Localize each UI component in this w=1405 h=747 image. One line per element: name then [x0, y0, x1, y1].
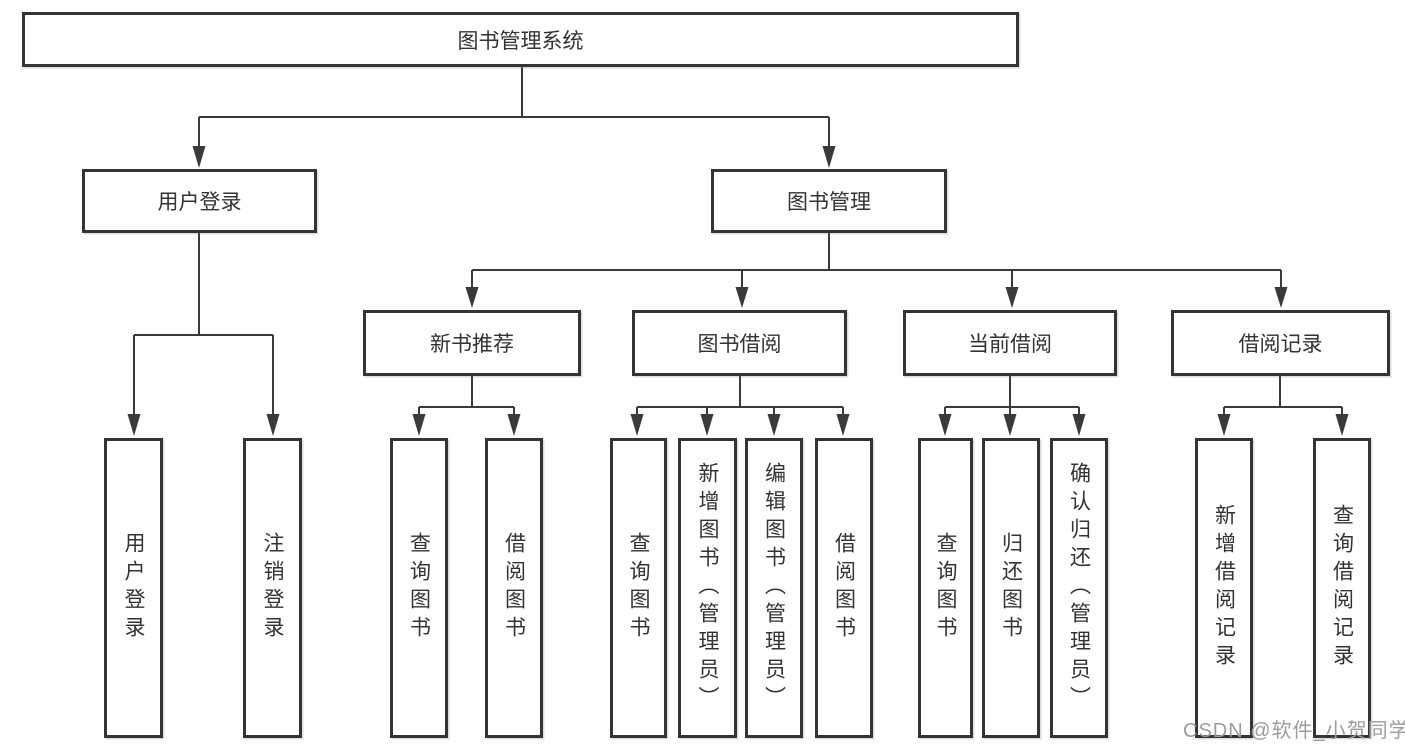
node-book-management: 图书管理 [711, 169, 947, 233]
watermark: CSDN @软件_小贺同学 [1183, 720, 1405, 742]
leaf-confirm-return-admin: 确认归还（管理员） [1050, 438, 1108, 738]
leaf-return-book: 归还图书 [982, 438, 1040, 738]
leaf-user-login-label: 用户登录 [122, 532, 145, 644]
leaf-user-login: 用户登录 [104, 438, 163, 738]
node-current-borrow-label: 当前借阅 [968, 333, 1052, 356]
leaf-query-book-recommend: 查询图书 [390, 438, 448, 738]
connector-book-management [471, 233, 1282, 292]
node-book-borrow: 图书借阅 [632, 310, 847, 376]
connector-borrow-record [1223, 376, 1343, 420]
leaf-add-borrow-record-label: 新增借阅记录 [1212, 504, 1236, 672]
leaf-borrow-book-recommend: 借阅图书 [485, 438, 543, 738]
leaf-logout-label: 注销登录 [261, 532, 284, 644]
leaf-query-book-current-label: 查询图书 [934, 532, 957, 644]
leaf-add-book-admin-label: 新增图书（管理员） [696, 462, 719, 714]
node-root-label: 图书管理系统 [457, 29, 584, 53]
connector-new-book [418, 376, 515, 420]
leaf-query-book-borrow-label: 查询图书 [627, 532, 650, 644]
leaf-borrow-book-recommend-label: 借阅图书 [502, 532, 526, 644]
leaf-query-borrow-record: 查询借阅记录 [1313, 438, 1371, 738]
node-borrow-record-label: 借阅记录 [1238, 333, 1323, 356]
node-root: 图书管理系统 [22, 12, 1019, 67]
leaf-query-book-current: 查询图书 [918, 438, 973, 738]
leaf-borrow-book: 借阅图书 [815, 438, 873, 738]
connector-book-borrow [636, 376, 844, 420]
leaf-edit-book-admin-label: 编辑图书（管理员） [762, 462, 786, 714]
node-book-management-label: 图书管理 [787, 191, 871, 214]
node-new-book-recommend-label: 新书推荐 [430, 333, 514, 356]
leaf-borrow-book-label: 借阅图书 [832, 532, 856, 644]
leaf-confirm-return-admin-label: 确认归还（管理员） [1067, 462, 1091, 714]
connector-current-borrow [944, 376, 1080, 420]
leaf-return-book-label: 归还图书 [999, 532, 1023, 644]
leaf-query-borrow-record-label: 查询借阅记录 [1330, 504, 1354, 672]
node-user-login: 用户登录 [82, 169, 317, 233]
arrowheads [127, 146, 1349, 436]
node-user-login-label: 用户登录 [157, 191, 242, 214]
leaf-add-borrow-record: 新增借阅记录 [1195, 438, 1253, 738]
leaf-query-book-recommend-label: 查询图书 [407, 532, 431, 644]
node-book-borrow-label: 图书借阅 [697, 333, 782, 356]
node-borrow-record: 借阅记录 [1171, 310, 1390, 376]
leaf-logout: 注销登录 [243, 438, 302, 738]
connector-user-login [133, 233, 274, 420]
node-current-borrow: 当前借阅 [903, 310, 1117, 376]
leaf-edit-book-admin: 编辑图书（管理员） [745, 438, 803, 738]
node-new-book-recommend: 新书推荐 [363, 310, 581, 376]
connector-root [198, 67, 830, 152]
leaf-query-book-borrow: 查询图书 [610, 438, 667, 738]
leaf-add-book-admin: 新增图书（管理员） [678, 438, 737, 738]
